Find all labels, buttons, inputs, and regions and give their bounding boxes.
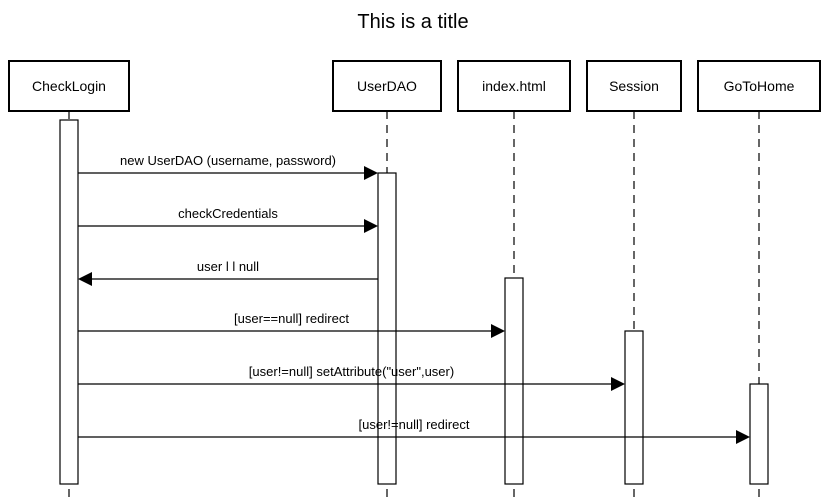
message-4: [user==null] redirect [78, 311, 505, 338]
participant-box [586, 60, 682, 112]
participant-label: UserDAO [357, 78, 417, 94]
message-6: [user!=null] redirect [78, 417, 750, 444]
message-arrowhead [364, 219, 378, 233]
participant-box [8, 60, 130, 112]
activation-bar-index [504, 277, 524, 485]
participant-label: CheckLogin [32, 78, 106, 94]
message-3: user l l null [78, 259, 378, 286]
activation-bar-Session [624, 330, 644, 485]
participant-UserDAO: UserDAO [332, 60, 442, 112]
diagram-title: This is a title [357, 11, 468, 33]
message-label: user l l null [197, 259, 259, 274]
message-label: checkCredentials [178, 206, 278, 221]
participant-label: index.html [482, 78, 546, 94]
participants: CheckLogin UserDAO index.html Session GoToHo… [8, 60, 821, 112]
messages: new UserDAO (username, password) checkCre… [78, 153, 750, 444]
message-arrowhead [611, 377, 625, 391]
participant-GoToHome: GoToHome [697, 60, 821, 112]
participant-label: GoToHome [724, 78, 795, 94]
participant-box [457, 60, 571, 112]
activation-bar-GoToHome [749, 383, 769, 485]
participant-label: Session [609, 78, 659, 94]
activation-bar-UserDAO [377, 172, 397, 485]
message-2: checkCredentials [78, 206, 378, 233]
activation-bars [59, 119, 769, 485]
message-arrowhead [78, 272, 92, 286]
message-label: new UserDAO (username, password) [120, 153, 336, 168]
participant-box [332, 60, 442, 112]
message-label: [user!=null] redirect [359, 417, 470, 432]
participant-CheckLogin: CheckLogin [8, 60, 130, 112]
message-label: [user!=null] setAttribute("user",user) [249, 364, 454, 379]
participant-box [697, 60, 821, 112]
participant-index: index.html [457, 60, 571, 112]
message-1: new UserDAO (username, password) [78, 153, 378, 180]
message-arrowhead [736, 430, 750, 444]
activation-bar-CheckLogin [59, 119, 79, 485]
lifelines [68, 111, 760, 502]
message-5: [user!=null] setAttribute("user",user) [78, 364, 625, 391]
message-arrowhead [364, 166, 378, 180]
message-arrowhead [491, 324, 505, 338]
participant-Session: Session [586, 60, 682, 112]
message-label: [user==null] redirect [234, 311, 349, 326]
